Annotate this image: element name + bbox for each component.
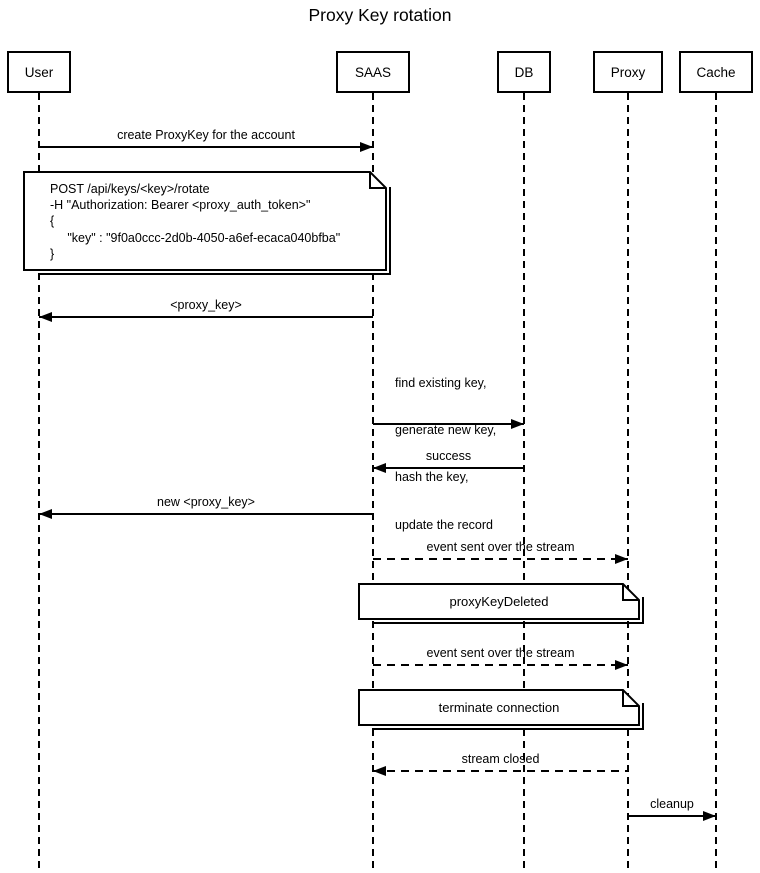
arrowhead-left-icon xyxy=(373,766,386,776)
message-update-record-label: find existing key, generate new key, has… xyxy=(395,344,496,565)
note-paper-icon xyxy=(23,171,391,275)
participant-proxy: Proxy xyxy=(593,51,663,93)
arrowhead-left-icon xyxy=(39,312,52,322)
message-update-record-line3: hash the key, xyxy=(395,470,469,485)
arrowhead-right-icon xyxy=(360,142,373,152)
note-line: { xyxy=(50,214,55,229)
note-line: "key" : "9f0a0ccc-2d0b-4050-a6ef-ecaca04… xyxy=(50,230,341,245)
participant-user: User xyxy=(7,51,71,93)
participant-saas-label: SAAS xyxy=(354,64,392,80)
note-proxykeydeleted-text: proxyKeyDeleted xyxy=(449,594,549,609)
note-terminate-connection: terminate connection xyxy=(358,689,644,730)
note-line: POST /api/keys/<key>/rotate xyxy=(50,182,210,196)
message-new-proxy-key-line xyxy=(39,513,373,515)
note-line: } xyxy=(50,246,55,261)
participant-cache-label: Cache xyxy=(696,64,736,80)
lifeline-saas xyxy=(372,93,374,873)
participant-proxy-label: Proxy xyxy=(610,64,646,80)
participant-user-label: User xyxy=(24,64,54,80)
message-event-stream-1-label: event sent over the stream xyxy=(426,540,575,554)
message-event-stream-2-label: event sent over the stream xyxy=(426,646,575,660)
participant-cache: Cache xyxy=(679,51,753,93)
message-event-stream-2-line xyxy=(373,664,628,666)
lifeline-user xyxy=(38,93,40,873)
arrowhead-right-icon xyxy=(703,811,716,821)
lifeline-db xyxy=(523,93,525,873)
note-rotate-request: POST /api/keys/<key>/rotate -H "Authoriz… xyxy=(23,171,391,275)
message-success-line xyxy=(373,467,524,469)
message-success-label: success xyxy=(425,449,472,463)
message-proxy-key-line xyxy=(39,316,373,318)
message-update-record-line xyxy=(373,423,524,425)
lifeline-cache xyxy=(715,93,717,873)
message-create-proxykey-label: create ProxyKey for the account xyxy=(117,128,295,142)
note-rotate-request-text: POST /api/keys/<key>/rotate -H "Authoriz… xyxy=(23,171,387,271)
message-create-proxykey-line xyxy=(39,146,373,148)
message-update-record-line1: find existing key, xyxy=(395,375,487,390)
note-line: -H "Authorization: Bearer <proxy_auth_to… xyxy=(50,198,311,213)
note-paper-icon xyxy=(358,689,644,730)
lifeline-proxy xyxy=(627,93,629,873)
message-cleanup-line xyxy=(628,815,716,817)
diagram-title: Proxy Key rotation xyxy=(308,5,452,25)
message-update-record-line2: generate new key, xyxy=(395,422,497,437)
message-stream-closed-line xyxy=(373,770,628,772)
arrowhead-left-icon xyxy=(39,509,52,519)
arrowhead-right-icon xyxy=(615,660,628,670)
note-paper-icon xyxy=(358,583,644,624)
arrowhead-left-icon xyxy=(373,463,386,473)
note-proxykeydeleted: proxyKeyDeleted xyxy=(358,583,644,624)
message-event-stream-1-line xyxy=(373,558,628,560)
message-cleanup-label: cleanup xyxy=(650,797,694,811)
arrowhead-right-icon xyxy=(511,419,524,429)
message-proxy-key-label: <proxy_key> xyxy=(170,298,242,312)
note-terminate-connection-text: terminate connection xyxy=(438,700,560,715)
arrowhead-right-icon xyxy=(615,554,628,564)
participant-db: DB xyxy=(497,51,551,93)
participant-saas: SAAS xyxy=(336,51,410,93)
participant-db-label: DB xyxy=(514,64,534,80)
message-new-proxy-key-label: new <proxy_key> xyxy=(157,495,255,509)
message-update-record-line4: update the record xyxy=(395,517,493,532)
message-stream-closed-label: stream closed xyxy=(461,752,540,766)
